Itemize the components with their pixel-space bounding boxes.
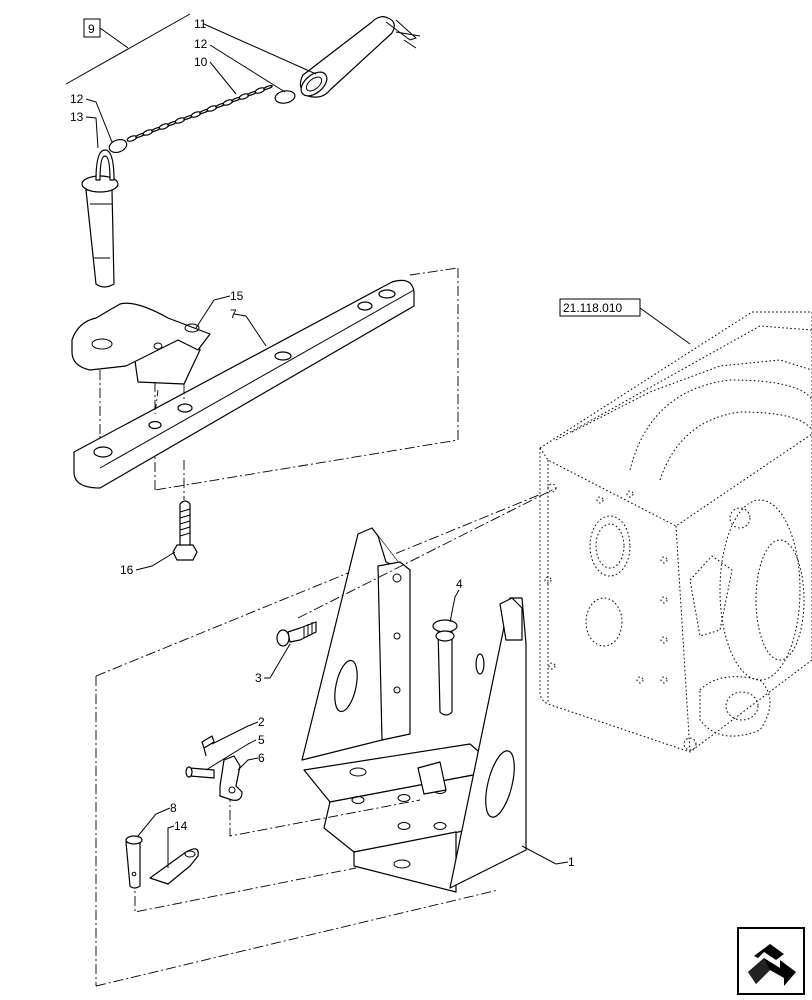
split-ring-12-bottom xyxy=(108,138,128,154)
hitch-enclosure-outline xyxy=(95,487,557,987)
spring-pin-2 xyxy=(201,735,215,757)
chain-10 xyxy=(126,84,273,142)
assembly-reference-label: 21.118.010 xyxy=(563,301,622,315)
callout-labels: 11 12 10 12 13 15 7 16 4 3 2 5 6 8 14 1 xyxy=(70,17,575,869)
callout-11: 11 xyxy=(194,17,207,31)
transmission-housing xyxy=(539,311,812,753)
cotter-pin-14 xyxy=(149,848,199,885)
pin-8 xyxy=(125,835,143,889)
bolt-16 xyxy=(172,500,198,561)
callout-16: 16 xyxy=(120,563,134,577)
callout-3: 3 xyxy=(255,671,262,685)
callout-14: 14 xyxy=(174,819,188,833)
callout-12-top: 12 xyxy=(194,37,208,51)
pin-5 xyxy=(185,766,215,779)
reference-box-label: 9 xyxy=(88,22,95,36)
alignment-lines-bracket xyxy=(134,487,557,913)
assembly-reference-box[interactable]: 21.118.010 xyxy=(559,298,641,317)
callout-1: 1 xyxy=(568,855,575,869)
callout-12-bottom: 12 xyxy=(70,92,84,106)
callout-2: 2 xyxy=(258,715,265,729)
callout-13: 13 xyxy=(70,110,84,124)
arrow-next-icon[interactable] xyxy=(737,927,805,995)
chain-link xyxy=(263,84,273,91)
callout-7: 7 xyxy=(230,307,237,321)
pin-4 xyxy=(432,619,458,716)
callout-8: 8 xyxy=(170,801,177,815)
leader-lines xyxy=(85,23,691,868)
callout-6: 6 xyxy=(258,751,265,765)
hitch-bracket-1 xyxy=(301,527,527,893)
drawbar-7 xyxy=(73,279,415,489)
callout-10: 10 xyxy=(194,55,208,69)
linch-pin-11 xyxy=(299,16,421,98)
reference-box-9[interactable]: 9 xyxy=(83,18,101,38)
callout-4: 4 xyxy=(456,577,463,591)
alignment-lines-drawbar xyxy=(99,370,185,500)
stud-3 xyxy=(276,621,317,647)
bracket-line xyxy=(65,13,191,85)
clevis-15 xyxy=(71,302,211,385)
bracket-6 xyxy=(219,755,243,801)
pin-13 xyxy=(81,149,119,288)
callout-5: 5 xyxy=(258,733,265,747)
callout-15: 15 xyxy=(230,289,244,303)
